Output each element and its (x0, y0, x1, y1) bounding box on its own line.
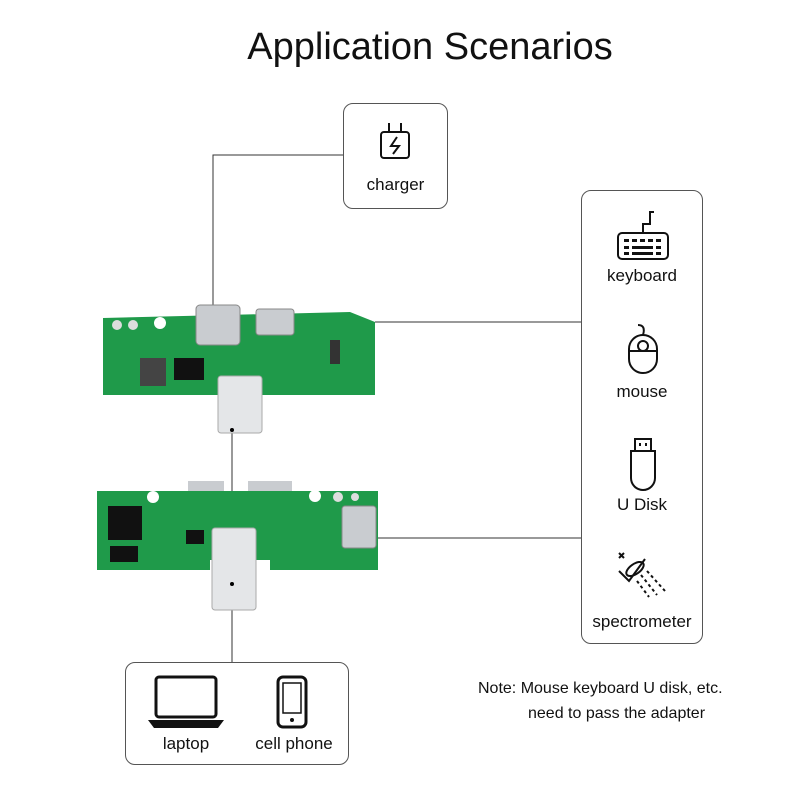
note: Note: Mouse keyboard U disk, etc. need t… (478, 676, 723, 726)
host-label-phone: cell phone (255, 734, 333, 753)
device-label-spectrometer: spectrometer (592, 612, 692, 631)
charger-box: charger (343, 103, 448, 209)
charger-icon (380, 123, 410, 159)
spectrometer-icon (618, 552, 666, 598)
note-line-1: Note: Mouse keyboard U disk, etc. (478, 680, 723, 697)
page-title: Application Scenarios (247, 26, 613, 68)
phone-icon (276, 675, 308, 729)
laptop-icon (148, 675, 224, 728)
charger-label: charger (366, 175, 425, 194)
usb-drive-icon (630, 438, 656, 491)
device-label-keyboard: keyboard (607, 266, 677, 285)
pcb-board-bottom (97, 481, 378, 611)
pcb-board-top (103, 304, 375, 434)
host-label-laptop: laptop (162, 734, 210, 753)
keyboard-icon (617, 211, 669, 260)
charger-line (212, 154, 343, 318)
mouse-icon (628, 324, 658, 374)
devices-box: keyboard mouse U Disk spectrometer (581, 190, 703, 644)
note-line-2: need to pass the adapter (528, 705, 706, 722)
hosts-box: laptop cell phone (125, 662, 349, 765)
device-label-udisk: U Disk (616, 495, 668, 514)
device-label-mouse: mouse (616, 382, 668, 401)
